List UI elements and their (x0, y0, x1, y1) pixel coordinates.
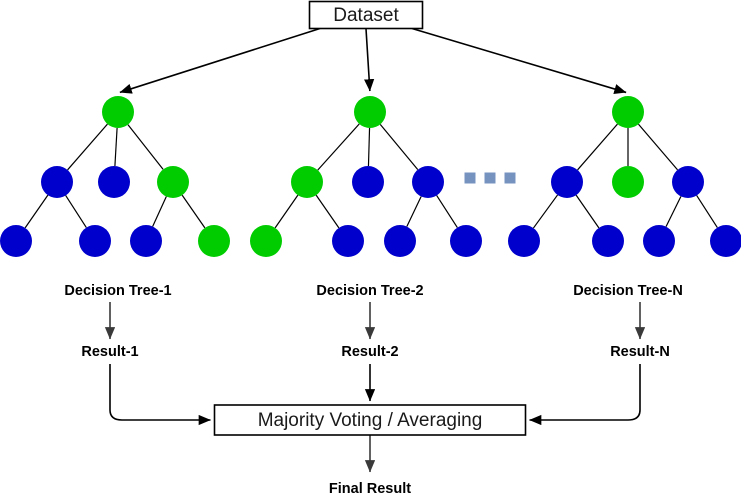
result-1-to-aggregator-connector (109, 364, 211, 426)
tree-2-node-0-green (354, 96, 386, 128)
tree-1-leaf-edge-3 (181, 194, 206, 229)
dataset-box-rect (308, 0, 424, 30)
aggregator-label: Majority Voting / Averaging (258, 410, 483, 431)
tree-n-root-edge-0 (577, 123, 618, 171)
tree-n-leaf-edge-1 (575, 194, 600, 229)
tree-n-node-4-blue (508, 225, 540, 257)
tree-n-node-5-blue (592, 225, 624, 257)
tree-2-root-edge-1 (367, 127, 371, 167)
tree-2-node-4-green (250, 225, 282, 257)
tree-1-root-edge-0 (67, 123, 108, 171)
tree-1-node-5-blue (79, 225, 111, 257)
ellipsis-square-0 (464, 172, 476, 184)
tree-n-node-2-green (612, 166, 644, 198)
tree-1-node-6-blue (130, 225, 162, 257)
tree-n-root-edge-2 (637, 123, 679, 171)
aggregator-box-rect (213, 404, 527, 436)
tree-n-result-label: Result-N (610, 344, 670, 360)
aggregator-box: Majority Voting / Averaging (213, 404, 527, 436)
tree-2-leaf-edge-1 (315, 194, 340, 229)
tree-2-result-label: Result-2 (341, 344, 398, 360)
tree-1-node-1-blue (41, 166, 73, 198)
tree-1-node-4-blue (0, 225, 32, 257)
tree-n-label: Decision Tree-N (573, 283, 683, 299)
tree-2-leaf-edge-0 (274, 194, 299, 229)
tree-1-leaf-edge-1 (65, 195, 87, 228)
tree-1-root-edge-2 (127, 124, 164, 170)
tree-1-node-2-blue (98, 166, 130, 198)
dataset-to-tree-2-arrow (364, 28, 375, 92)
ellipsis-dots (464, 172, 516, 184)
tree-edge-group (24, 123, 718, 229)
tree-2-leaf-edge-3 (436, 195, 458, 228)
tree-1-leaf-edge-2 (152, 196, 167, 227)
tree-2-root-edge-2 (379, 123, 419, 171)
tree-2-node-6-blue (384, 225, 416, 257)
dataset-to-root-arrows (119, 27, 627, 94)
tree-n-node-0-green (612, 96, 644, 128)
tree-2-label: Decision Tree-2 (316, 283, 423, 299)
tree-1-node-7-green (198, 225, 230, 257)
tree-n-leaf-edge-3 (696, 195, 718, 228)
tree-2-node-3-blue (412, 166, 444, 198)
tree-node-group (0, 96, 741, 257)
dataset-to-tree-1-arrow (119, 27, 321, 94)
tree-2-node-7-blue (450, 225, 482, 257)
result-flow-arrows (104, 302, 646, 473)
tree-2-root-edge-0 (317, 123, 360, 171)
tree-2-node-1-green (291, 166, 323, 198)
tree-1-node-3-green (157, 166, 189, 198)
tree-2-node-2-blue (352, 166, 384, 198)
tree-n-leaf-edge-0 (532, 194, 559, 229)
tree-1-node-0-green (102, 96, 134, 128)
tree-n-node-1-blue (551, 166, 583, 198)
tree-1-root-edge-1 (114, 127, 118, 167)
tree-2-node-5-blue (332, 225, 364, 257)
tree-n-leaf-edge-2 (665, 196, 682, 227)
tree-n-node-6-blue (643, 225, 675, 257)
final-result-label: Final Result (329, 481, 411, 497)
tree-n-node-3-blue (672, 166, 704, 198)
dataset-to-tree-n-arrow (411, 27, 627, 94)
ellipsis-square-2 (504, 172, 516, 184)
tree-1-label: Decision Tree-1 (64, 283, 171, 299)
ellipsis-square-1 (484, 172, 496, 184)
tree-1-leaf-edge-0 (24, 194, 49, 229)
tree-2-leaf-edge-2 (406, 196, 422, 227)
tree-n-node-7-blue (710, 225, 741, 257)
tree-1-result-label: Result-1 (81, 344, 138, 360)
dataset-label: Dataset (333, 5, 399, 26)
dataset-box: Dataset (308, 0, 424, 30)
result-n-to-aggregator-connector (529, 364, 641, 426)
